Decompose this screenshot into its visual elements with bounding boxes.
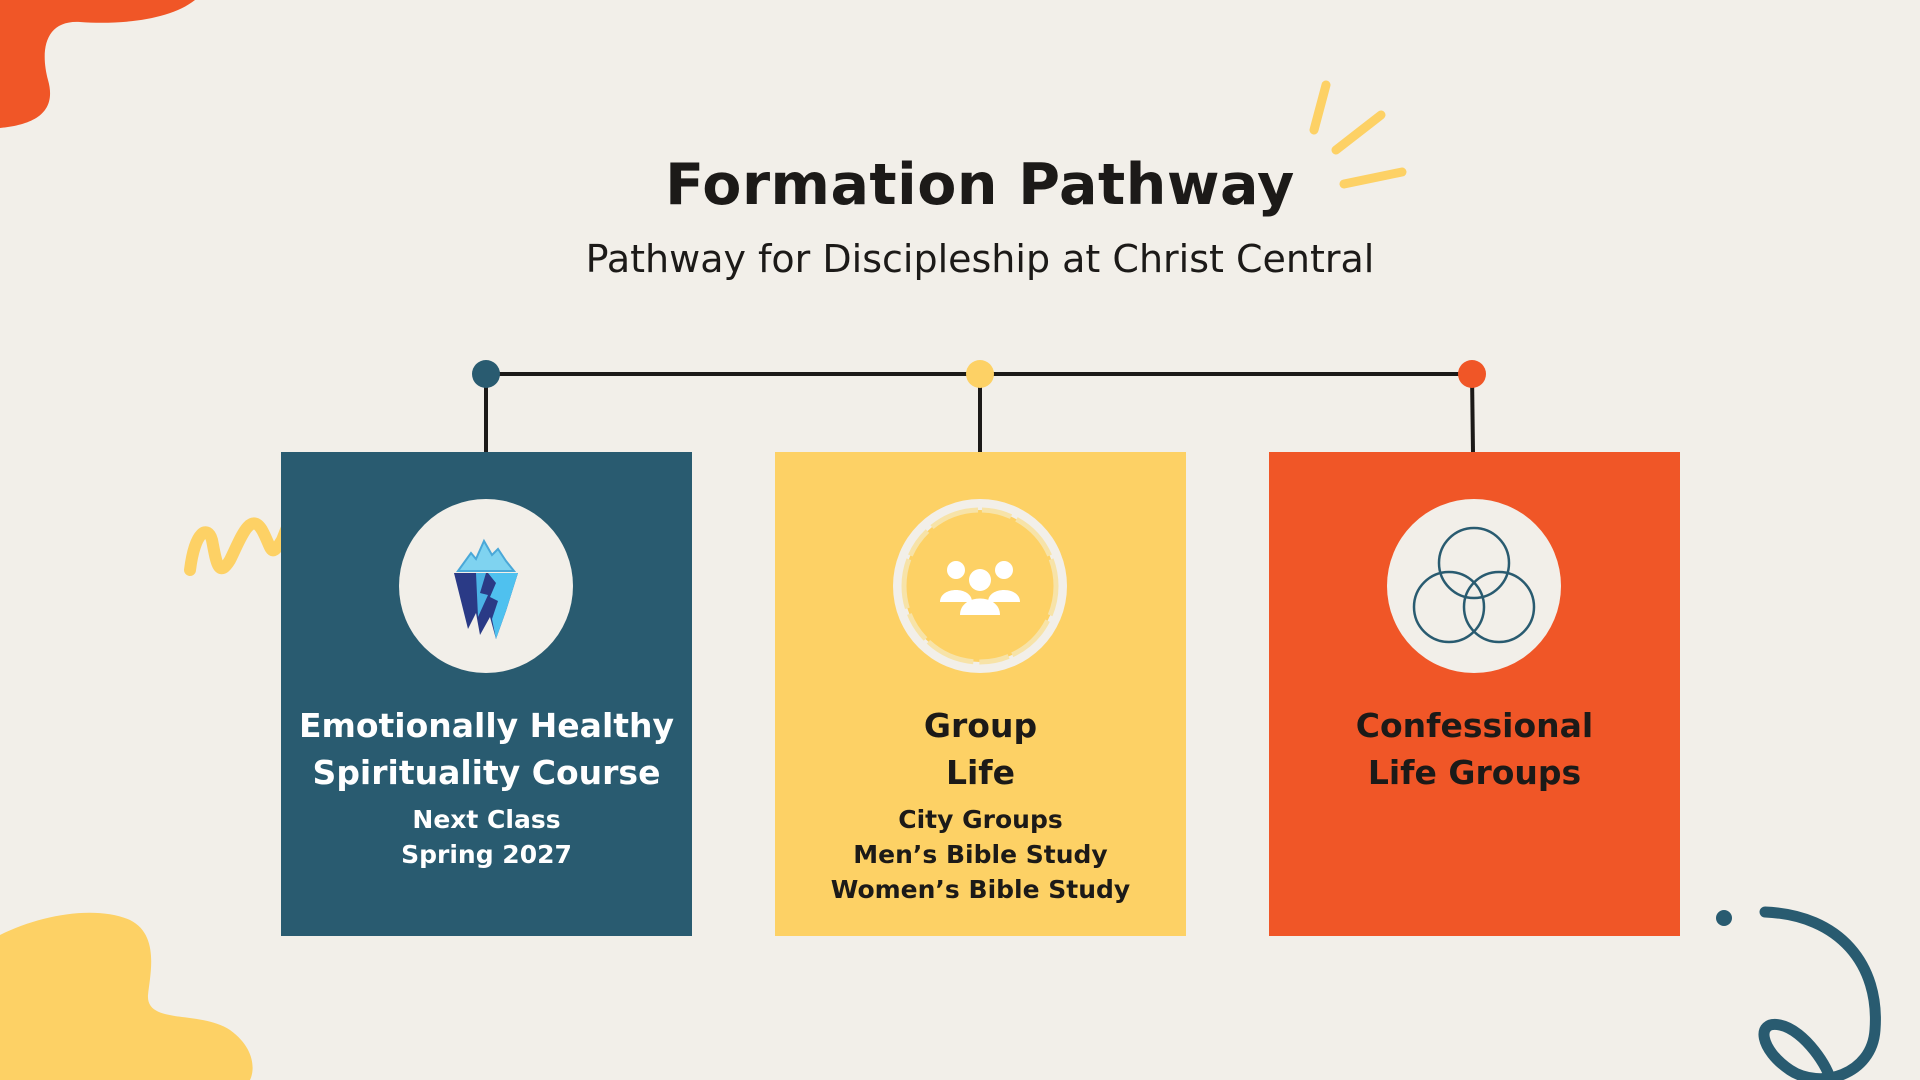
icon-circle xyxy=(399,499,573,673)
yellow-blob-bottom-left xyxy=(0,912,253,1080)
connector-dot-orange xyxy=(1458,360,1486,388)
icon-circle xyxy=(893,499,1067,673)
step-title: Emotionally Healthy Spirituality Course xyxy=(281,702,692,796)
step-detail-line: City Groups xyxy=(898,805,1063,834)
venn-circles-icon xyxy=(1412,526,1536,644)
step-detail-line: Next Class xyxy=(412,805,561,834)
connector xyxy=(484,372,1475,453)
page-title: Formation Pathway xyxy=(665,152,1295,218)
step-title-line: Group xyxy=(923,706,1038,745)
connector-dot-yellow xyxy=(966,360,994,388)
step-detail-line: Women’s Bible Study xyxy=(830,875,1131,904)
step-title-line: Life Groups xyxy=(1367,753,1582,792)
teal-swirl xyxy=(1758,906,1881,1080)
page-subtitle: Pathway for Discipleship at Christ Centr… xyxy=(585,237,1375,281)
step-card-ehs: Emotionally Healthy Spirituality Course … xyxy=(281,452,692,936)
step-details: Next Class Spring 2027 xyxy=(281,802,692,872)
iceberg-icon xyxy=(454,538,518,639)
orange-blob-top-left xyxy=(0,0,195,128)
step-detail-line: Spring 2027 xyxy=(401,840,572,869)
teal-dot xyxy=(1716,910,1732,926)
step-title: Confessional Life Groups xyxy=(1269,702,1680,796)
group-people-icon xyxy=(901,507,1059,665)
icon-circle xyxy=(1387,499,1561,673)
step-detail-line: Men’s Bible Study xyxy=(853,840,1108,869)
step-card-group-life: Group Life City Groups Men’s Bible Study… xyxy=(775,452,1186,936)
step-card-confessional: Confessional Life Groups xyxy=(1269,452,1680,936)
connector-dot-teal xyxy=(472,360,500,388)
step-title-line: Emotionally Healthy xyxy=(298,706,675,745)
step-title: Group Life xyxy=(775,702,1186,796)
step-details: City Groups Men’s Bible Study Women’s Bi… xyxy=(775,802,1186,907)
step-title-line: Spirituality Course xyxy=(312,753,661,792)
step-title-line: Life xyxy=(945,753,1016,792)
step-title-line: Confessional xyxy=(1355,706,1594,745)
